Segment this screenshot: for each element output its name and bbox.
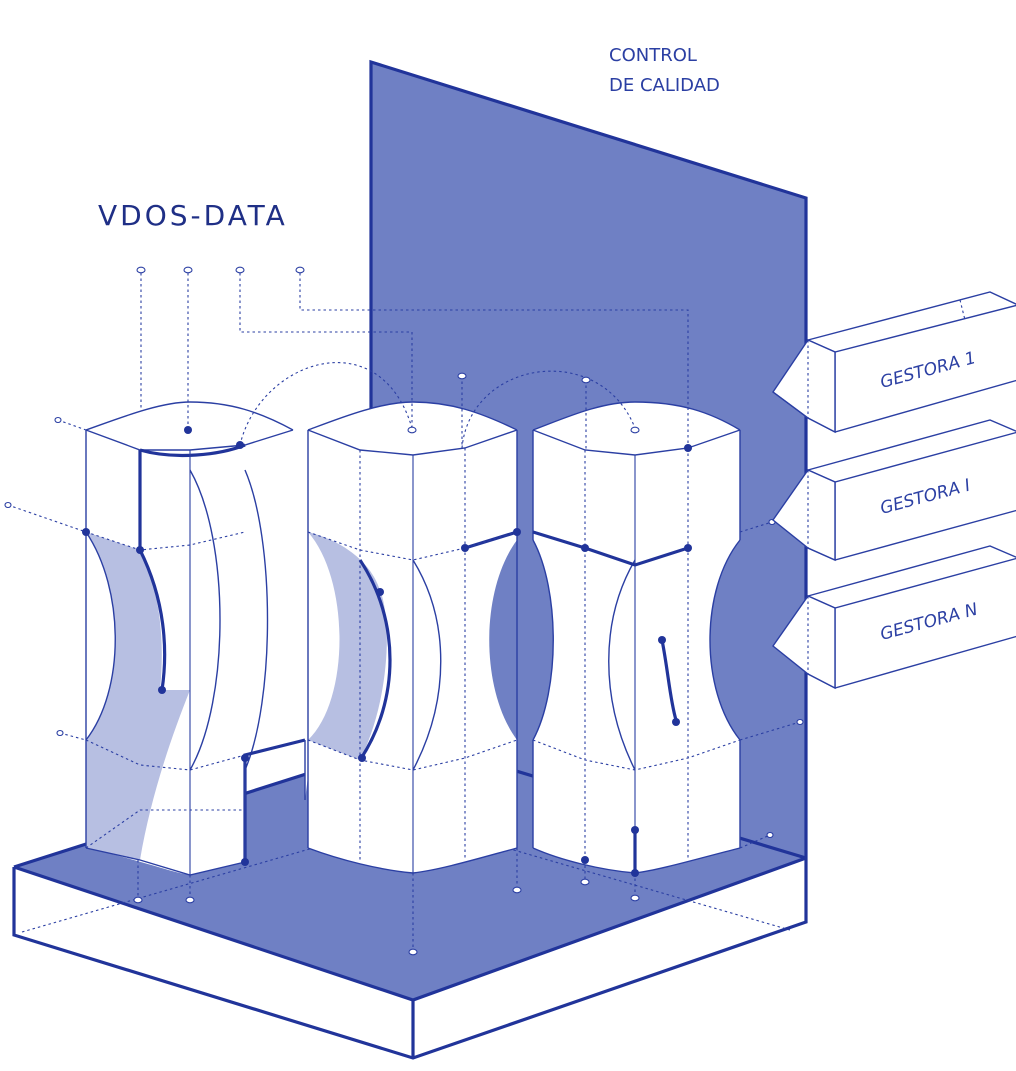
column-3 <box>532 401 741 874</box>
column-3-front-face <box>533 402 740 873</box>
dashed-connectors <box>7 273 801 952</box>
base-platform-left-side <box>14 867 413 1058</box>
gestora-n-box <box>772 545 1016 690</box>
brand-logo-text: VDOS-DATA <box>98 199 288 232</box>
gestora-i-box <box>772 419 1016 562</box>
quality-control-label-line1: CONTROL <box>609 45 697 66</box>
quality-control-label-line2: DE CALIDAD <box>609 75 720 96</box>
gestora-1-box <box>772 291 1016 434</box>
connector-nodes <box>4 266 804 956</box>
column-2 <box>307 401 518 874</box>
column-1-shaded-face <box>86 532 190 860</box>
base-platform-right-side <box>413 858 806 1058</box>
column-2-shaded-face <box>308 532 387 760</box>
column-1 <box>85 401 340 876</box>
